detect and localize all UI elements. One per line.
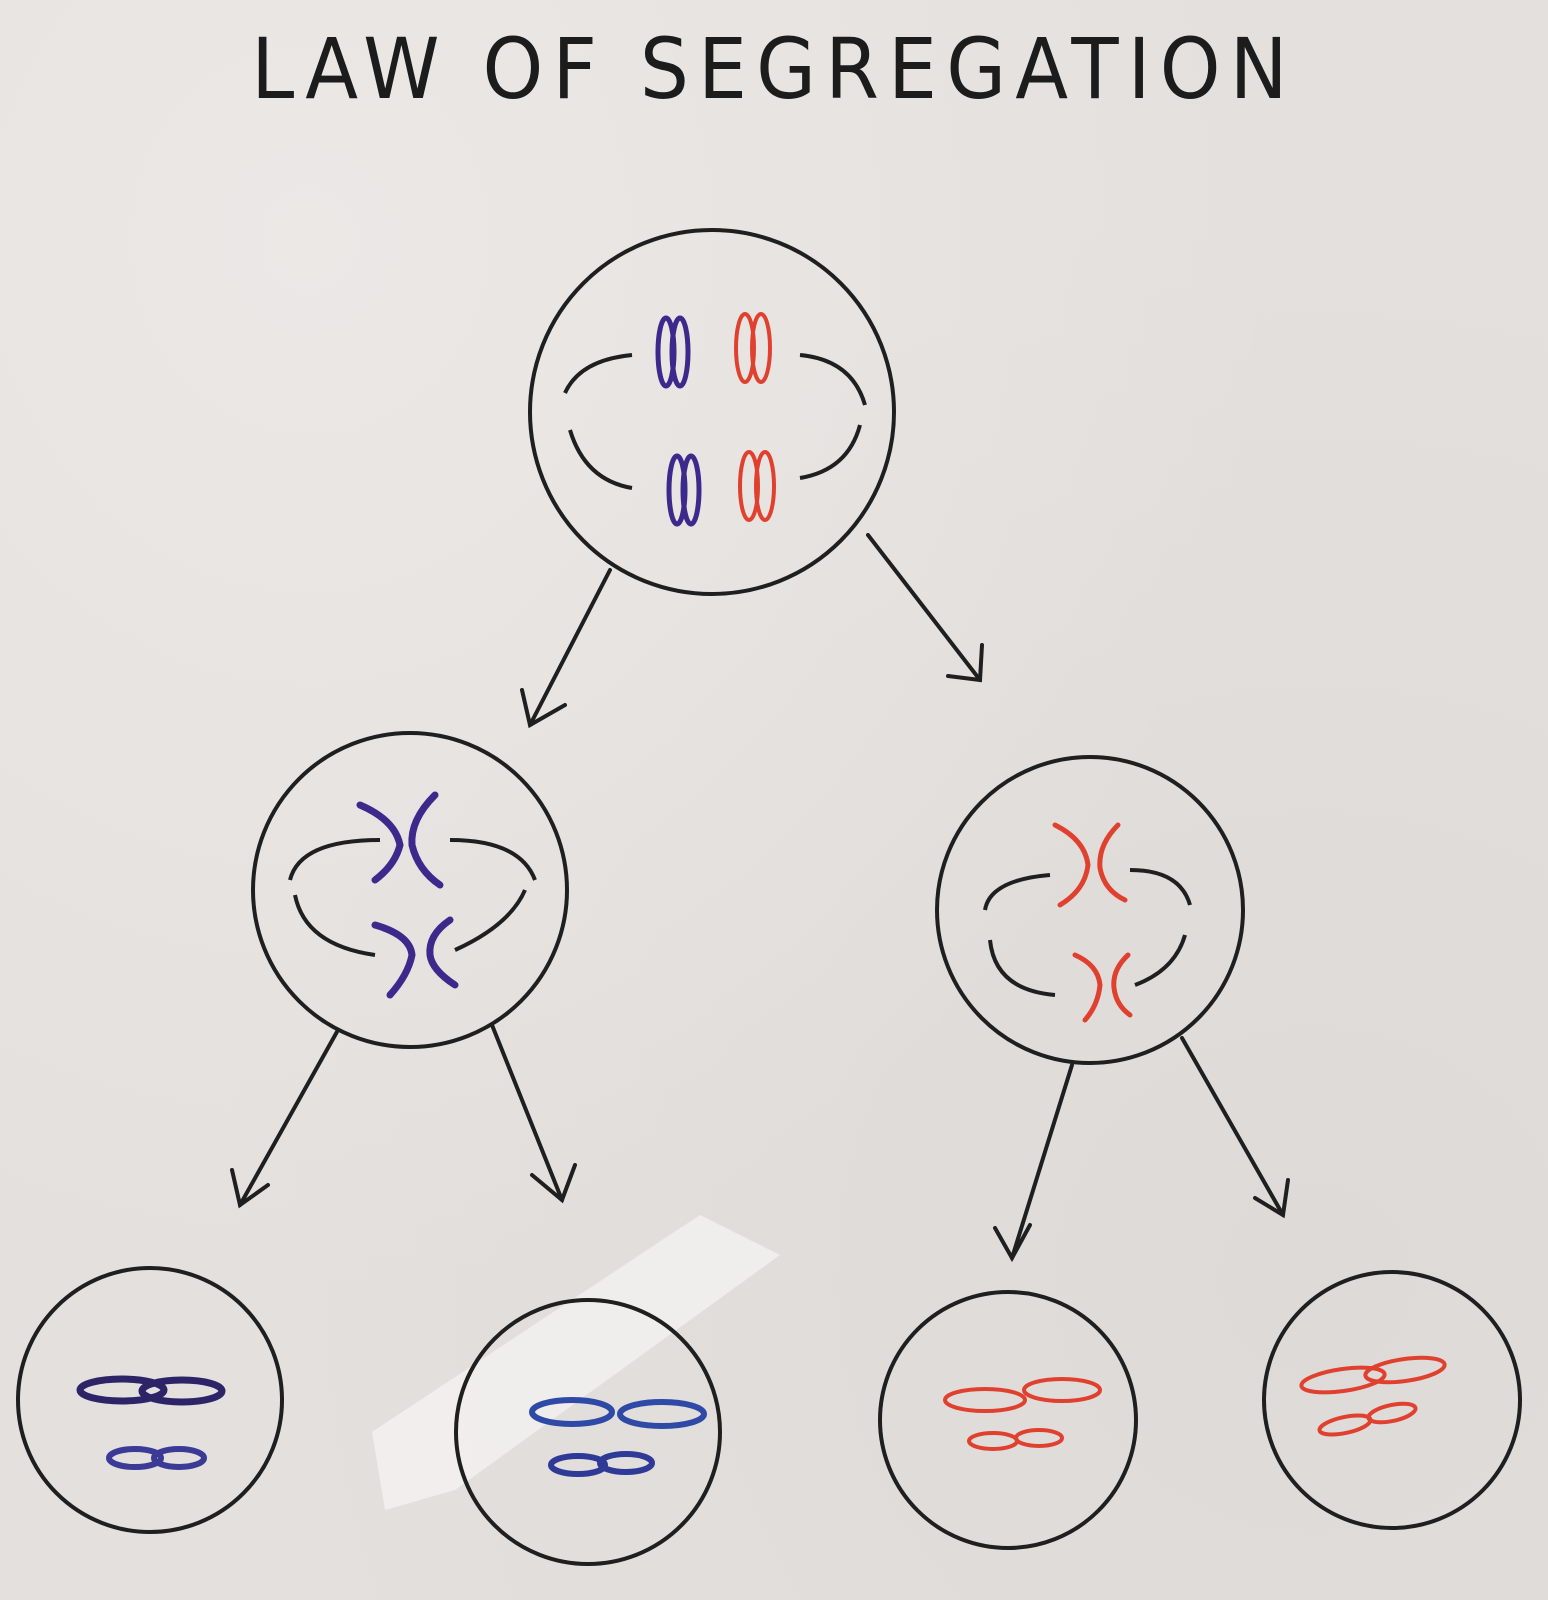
blue-chromosome bbox=[548, 1451, 655, 1477]
gamete-blue-2 bbox=[454, 1298, 722, 1566]
blue-chromosome-pair bbox=[658, 318, 688, 386]
diagram-title: LAW OF SEGREGATION bbox=[251, 20, 1297, 118]
red-chromosome bbox=[943, 1377, 1102, 1413]
daughter-cell-red bbox=[935, 755, 1245, 1065]
blue-chromosome bbox=[371, 916, 459, 999]
spindle-fiber bbox=[563, 353, 633, 394]
arrow bbox=[993, 1063, 1074, 1263]
blue-chromosome bbox=[529, 1397, 707, 1429]
gamete-blue-1 bbox=[16, 1266, 284, 1534]
parent-cell bbox=[528, 228, 896, 596]
spindle-fiber bbox=[288, 838, 381, 881]
spindle-fiber bbox=[1134, 934, 1187, 987]
spindle-fiber bbox=[799, 424, 862, 480]
spindle-fiber bbox=[988, 939, 1056, 997]
blue-chromosome bbox=[76, 1375, 226, 1406]
spindle-fiber bbox=[983, 873, 1051, 911]
gamete-red-2 bbox=[1262, 1270, 1522, 1530]
gamete-red-1 bbox=[878, 1290, 1138, 1550]
spindle-fiber bbox=[454, 889, 527, 952]
red-chromosome-pair bbox=[738, 450, 776, 522]
red-chromosome bbox=[1052, 822, 1128, 908]
spindle-fiber bbox=[1129, 868, 1192, 906]
spindle-fiber bbox=[568, 429, 633, 490]
arrow bbox=[230, 1028, 340, 1209]
blue-chromosome-pair bbox=[669, 456, 699, 524]
spindle-fiber bbox=[799, 353, 867, 406]
blue-chromosome bbox=[356, 791, 444, 889]
blue-chromosome bbox=[106, 1446, 207, 1470]
spindle-fiber bbox=[293, 894, 376, 957]
red-chromosome bbox=[1317, 1401, 1418, 1437]
arrow bbox=[490, 1023, 577, 1204]
daughter-cell-blue bbox=[251, 731, 569, 1049]
arrow bbox=[1180, 1036, 1290, 1219]
spindle-fiber bbox=[449, 838, 537, 881]
red-chromosome bbox=[1299, 1355, 1447, 1395]
red-chromosome bbox=[1072, 952, 1133, 1023]
red-chromosome bbox=[967, 1428, 1064, 1451]
red-chromosome-pair bbox=[734, 312, 772, 384]
arrow bbox=[520, 568, 612, 729]
arrow bbox=[866, 533, 984, 683]
correction-tape-mark bbox=[372, 1215, 780, 1510]
